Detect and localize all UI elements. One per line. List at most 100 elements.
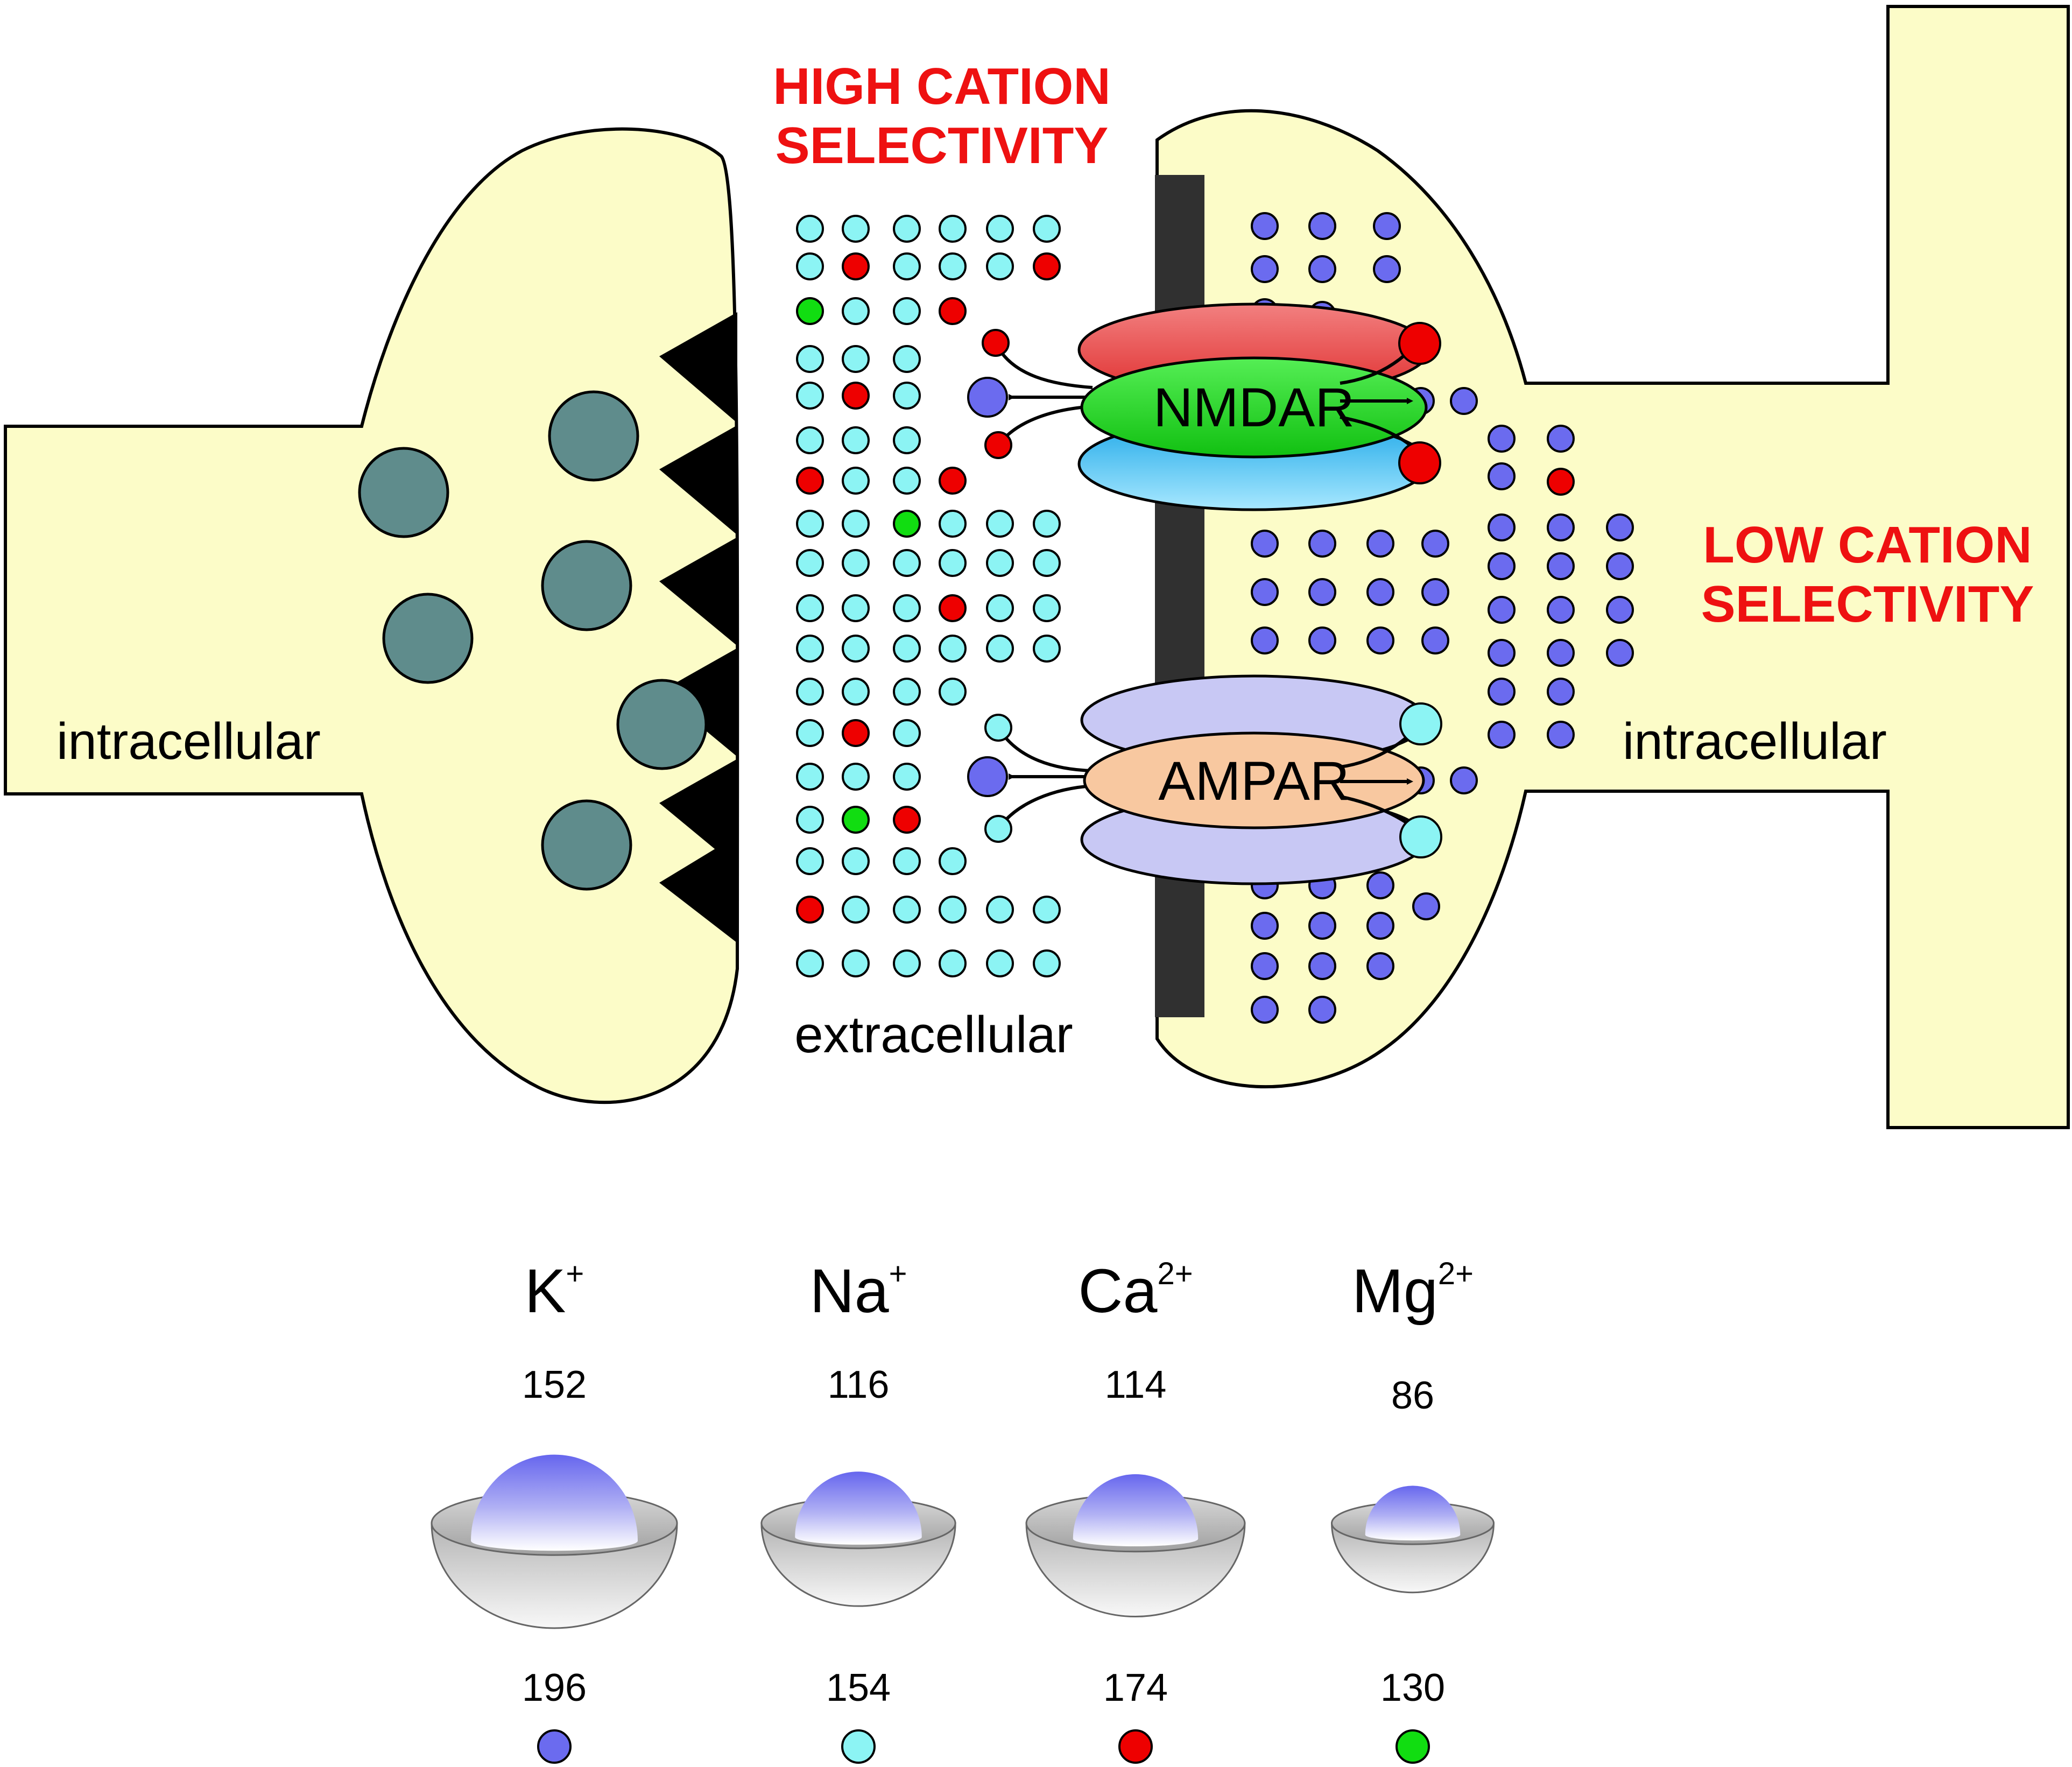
potassium-ion xyxy=(1547,596,1575,624)
ion-value-top: 116 xyxy=(828,1363,890,1406)
sodium-ion xyxy=(796,763,824,791)
extracellular-ions xyxy=(796,215,1061,977)
sodium-ion xyxy=(893,215,921,243)
magnesium-ion xyxy=(796,297,824,325)
potassium-ion xyxy=(1547,639,1575,667)
sodium-ion xyxy=(796,215,824,243)
ion-symbol: K+ xyxy=(525,1256,584,1326)
potassium-ion xyxy=(1366,871,1394,899)
nmdar-receptor: NMDAR xyxy=(1077,302,1430,511)
sodium-ion xyxy=(893,426,921,454)
vesicle xyxy=(616,679,708,770)
potassium-ion xyxy=(1606,552,1634,580)
sodium-ion xyxy=(842,635,870,663)
sodium-ion xyxy=(939,949,967,977)
ion-core xyxy=(1365,1486,1461,1541)
sodium-ion xyxy=(796,594,824,622)
sodium-ion xyxy=(1033,594,1061,622)
sodium-ion xyxy=(1033,896,1061,924)
sodium-ion xyxy=(939,215,967,243)
nmdar-influx-arrows xyxy=(994,342,1093,446)
potassium-ion xyxy=(1488,513,1516,541)
ion-symbol: Na+ xyxy=(810,1256,907,1326)
ion-color-key xyxy=(537,1729,572,1764)
sodium-ion xyxy=(939,847,967,875)
potassium-ion xyxy=(1251,952,1279,980)
sodium-ion xyxy=(842,594,870,622)
sodium-ion xyxy=(842,847,870,875)
vesicle xyxy=(548,390,639,482)
sodium-ion xyxy=(796,345,824,373)
extracellular-label: extracellular xyxy=(794,1006,1073,1064)
nmdar-extracellular-ions xyxy=(967,329,1012,459)
intracellular-label-right: intracellular xyxy=(1623,713,1887,770)
intracellular-label-left: intracellular xyxy=(57,713,321,770)
sodium-ion xyxy=(939,678,967,706)
ion-value-bottom: 196 xyxy=(522,1666,587,1709)
sodium-ion xyxy=(1033,635,1061,663)
low-selectivity-line2: SELECTIVITY xyxy=(1701,575,2034,633)
sodium-ion xyxy=(986,510,1014,538)
vesicle xyxy=(541,540,632,631)
potassium-ion xyxy=(1251,996,1279,1024)
ampar-receptor: AMPAR xyxy=(1080,674,1428,885)
potassium-ion xyxy=(1308,255,1336,283)
potassium-ion xyxy=(1547,678,1575,706)
ion-color-key xyxy=(1118,1729,1153,1764)
potassium-ion xyxy=(1547,721,1575,749)
potassium-ion xyxy=(1450,387,1478,415)
sodium-ion xyxy=(893,763,921,791)
sodium-ion xyxy=(893,345,921,373)
high-selectivity-line1: HIGH CATION xyxy=(773,58,1111,115)
sodium-ion xyxy=(796,549,824,577)
ion-value-bottom: 154 xyxy=(826,1666,891,1709)
calcium-ion xyxy=(842,382,870,410)
sodium-ion xyxy=(796,678,824,706)
postsynaptic-density xyxy=(1155,175,1204,1017)
calcium-ion xyxy=(939,594,967,622)
potassium-ion xyxy=(1308,626,1336,654)
potassium-ion xyxy=(1488,596,1516,624)
potassium-ion xyxy=(1251,255,1279,283)
sodium-ion xyxy=(986,896,1014,924)
vesicle xyxy=(358,447,449,538)
potassium-ion xyxy=(1308,912,1336,940)
potassium-ion xyxy=(1488,721,1516,749)
potassium-ion xyxy=(1547,513,1575,541)
ampar-extracellular-ions xyxy=(967,714,1012,843)
potassium-ion xyxy=(1421,578,1449,606)
ion-color-key xyxy=(841,1729,876,1764)
sodium-ion xyxy=(842,510,870,538)
sodium-ion xyxy=(893,297,921,325)
magnesium-ion xyxy=(842,806,870,834)
sodium-ion xyxy=(842,896,870,924)
ion-core xyxy=(471,1454,638,1551)
vesicle xyxy=(382,593,474,684)
sodium-ion xyxy=(796,847,824,875)
sodium-ion xyxy=(893,549,921,577)
potassium-ion xyxy=(1606,639,1634,667)
sodium-ion xyxy=(986,949,1014,977)
synaptic-vesicles xyxy=(358,390,708,891)
sodium-ion xyxy=(939,252,967,280)
sodium-ion xyxy=(893,678,921,706)
sodium-ion xyxy=(893,847,921,875)
sodium-ion xyxy=(842,345,870,373)
calcium-ion xyxy=(1033,252,1061,280)
potassium-ion xyxy=(1308,578,1336,606)
sodium-ion xyxy=(842,215,870,243)
magnesium-ion xyxy=(893,510,921,538)
calcium-ion xyxy=(796,896,824,924)
potassium-ion xyxy=(1366,626,1394,654)
potassium-ion xyxy=(1308,996,1336,1024)
sodium-ion xyxy=(893,949,921,977)
calcium-ion xyxy=(1547,468,1575,496)
calcium-ion xyxy=(796,467,824,495)
potassium-ion xyxy=(1366,952,1394,980)
potassium-ion xyxy=(1251,212,1279,240)
sodium-ion xyxy=(939,549,967,577)
sodium-ion xyxy=(1033,949,1061,977)
ampar-influx-arrows xyxy=(997,727,1093,830)
sodium-ion xyxy=(939,635,967,663)
